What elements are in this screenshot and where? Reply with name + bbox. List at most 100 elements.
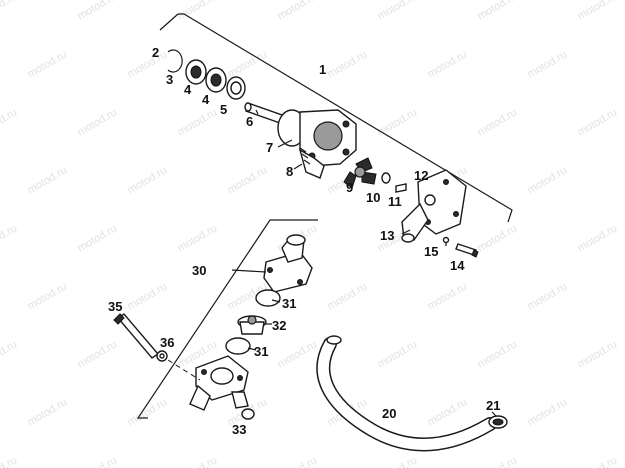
watermark-text: motod.ru bbox=[126, 164, 170, 196]
watermark-text: motod.ru bbox=[76, 0, 120, 23]
watermark-text: motod.ru bbox=[526, 48, 570, 80]
watermark-text: motod.ru bbox=[0, 0, 19, 23]
part-4-bearing-1 bbox=[185, 59, 207, 85]
callout-3: 3 bbox=[166, 72, 173, 87]
watermark-text: motod.ru bbox=[276, 454, 320, 468]
watermark-text: motod.ru bbox=[226, 164, 270, 196]
watermark-text: motod.ru bbox=[576, 106, 620, 138]
part-thermostat-housing bbox=[189, 355, 249, 411]
watermark-text: motod.ru bbox=[526, 164, 570, 196]
part-32-thermostat bbox=[237, 315, 267, 335]
watermark-text: motod.ru bbox=[426, 280, 470, 312]
callout-4b: 4 bbox=[202, 92, 210, 107]
watermark-text: motod.ru bbox=[576, 222, 620, 254]
callout-10: 10 bbox=[366, 190, 380, 205]
watermark-text: motod.ru bbox=[276, 338, 320, 370]
watermark-text: motod.ru bbox=[26, 164, 70, 196]
watermark-text: motod.ru bbox=[526, 396, 570, 428]
part-5-seal bbox=[226, 76, 246, 100]
watermark-text: motod.ru bbox=[0, 454, 19, 468]
bracket-assembly-1 bbox=[159, 13, 513, 223]
callout-35: 35 bbox=[108, 299, 122, 314]
callout-1: 1 bbox=[319, 62, 326, 77]
watermark-text: motod.ru bbox=[526, 280, 570, 312]
leader-lines bbox=[231, 109, 497, 417]
watermark-text: motod.ru bbox=[126, 280, 170, 312]
watermark-text: motod.ru bbox=[476, 0, 520, 23]
watermark-text: motod.ru bbox=[176, 0, 220, 23]
watermark-text: motod.ru bbox=[76, 338, 120, 370]
callout-4a: 4 bbox=[184, 82, 192, 97]
watermark-text: motod.ru bbox=[476, 454, 520, 468]
callout-21: 21 bbox=[486, 398, 500, 413]
watermark-text: motod.ru bbox=[126, 396, 170, 428]
callout-15: 15 bbox=[424, 244, 438, 259]
watermark-text: motod.ru bbox=[576, 0, 620, 23]
watermark-text: motod.ru bbox=[176, 222, 220, 254]
watermark-text: motod.ru bbox=[476, 338, 520, 370]
part-2-circlip bbox=[167, 49, 183, 73]
callout-7: 7 bbox=[266, 140, 273, 155]
part-11-screw bbox=[395, 183, 407, 193]
watermark-text: motod.ru bbox=[376, 0, 420, 23]
watermark-text: motod.ru bbox=[326, 48, 370, 80]
watermark-text: motod.ru bbox=[476, 106, 520, 138]
part-8-outlet-pipe bbox=[298, 147, 325, 179]
callout-5: 5 bbox=[220, 102, 227, 117]
callout-36: 36 bbox=[160, 335, 174, 350]
watermark-text: motod.ru bbox=[176, 106, 220, 138]
callout-labels: 1 2 3 4 4 5 6 7 8 9 10 11 12 13 14 15 20… bbox=[108, 45, 500, 437]
part-33-o-ring bbox=[241, 408, 255, 420]
watermark-text: motod.ru bbox=[476, 222, 520, 254]
part-21-clamp bbox=[488, 415, 508, 429]
watermark-text: motod.ru bbox=[276, 0, 320, 23]
callout-20: 20 bbox=[382, 406, 396, 421]
part-10-washer bbox=[381, 172, 391, 184]
watermark-text: motod.ru bbox=[126, 48, 170, 80]
callout-31b: 31 bbox=[254, 344, 268, 359]
part-4-bearing-2 bbox=[205, 67, 227, 93]
callout-31a: 31 bbox=[282, 296, 296, 311]
callout-33: 33 bbox=[232, 422, 246, 437]
callout-14: 14 bbox=[450, 258, 465, 273]
watermark-text: motod.ru bbox=[426, 396, 470, 428]
watermark-text: motod.ru bbox=[226, 48, 270, 80]
callout-11: 11 bbox=[388, 194, 402, 209]
part-9-impeller bbox=[343, 157, 377, 189]
callout-6: 6 bbox=[246, 114, 253, 129]
callout-32: 32 bbox=[272, 318, 286, 333]
watermark-text: motod.ru bbox=[376, 106, 420, 138]
part-35-bolt bbox=[113, 313, 160, 359]
watermark-text: motod.ru bbox=[76, 454, 120, 468]
part-15-washer bbox=[442, 236, 450, 244]
watermark-text: motod.ru bbox=[576, 338, 620, 370]
part-31-o-ring-upper bbox=[255, 289, 281, 307]
watermark-text: motod.ru bbox=[0, 222, 19, 254]
watermark-text: motod.ru bbox=[426, 48, 470, 80]
part-30-thermostat-cover bbox=[263, 234, 313, 293]
watermark-text: motod.ru bbox=[26, 280, 70, 312]
part-20-hose bbox=[316, 335, 497, 452]
watermark-text: motod.ru bbox=[0, 106, 19, 138]
watermark-text: motod.ru bbox=[26, 396, 70, 428]
part-31-o-ring-lower bbox=[225, 337, 251, 355]
callout-13: 13 bbox=[380, 228, 394, 243]
watermark-text: motod.ru bbox=[326, 280, 370, 312]
watermark-text: motod.ru bbox=[26, 48, 70, 80]
bracket-assembly-30 bbox=[136, 219, 318, 419]
part-14-bolt bbox=[455, 243, 479, 258]
callout-8: 8 bbox=[286, 164, 293, 179]
watermark-text: motod.ru bbox=[176, 454, 220, 468]
callout-2: 2 bbox=[152, 45, 159, 60]
watermark-text: motod.ru bbox=[376, 338, 420, 370]
callout-9: 9 bbox=[346, 180, 353, 195]
watermark-text: motod.ru bbox=[0, 338, 19, 370]
part-36-washer bbox=[156, 350, 168, 362]
watermark-text: motod.ru bbox=[76, 106, 120, 138]
callout-12: 12 bbox=[414, 168, 428, 183]
watermark-text: motod.ru bbox=[576, 454, 620, 468]
watermark-text: motod.ru bbox=[76, 222, 120, 254]
part-7-pump-housing bbox=[277, 109, 357, 167]
callout-30: 30 bbox=[192, 263, 206, 278]
